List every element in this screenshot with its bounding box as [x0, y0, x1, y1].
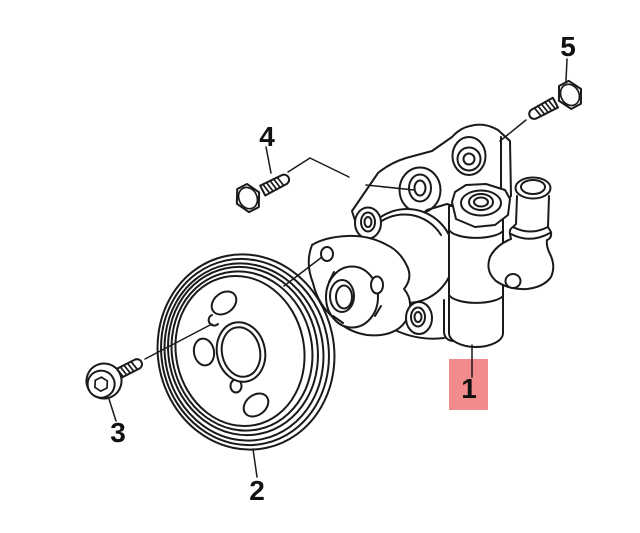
top-lobe	[451, 136, 487, 176]
flange-hub-bore-inner	[335, 284, 353, 310]
callout-2[interactable]: 2	[249, 475, 265, 506]
leader-callout-2	[252, 448, 258, 478]
part-1-highlight[interactable]	[449, 359, 488, 410]
reservoir-band	[448, 229, 504, 239]
elbow-fitting	[487, 195, 555, 291]
pulley-groove	[170, 270, 314, 432]
leader-bolt4-to-ear	[287, 157, 350, 178]
flange-hole-top	[320, 246, 334, 262]
housing-ear-hole-inner	[363, 216, 373, 228]
pump-drawing	[307, 123, 555, 348]
callout-5[interactable]: 5	[560, 31, 576, 62]
top-lobe-hole	[462, 152, 476, 166]
hex-fitting-hole-inner	[473, 196, 489, 208]
bolt-threads	[262, 176, 285, 195]
pulley-hole	[242, 392, 270, 418]
leader-callout-4	[265, 146, 272, 174]
elbow-foot	[504, 273, 522, 289]
bracket-ear-hole-inner	[413, 179, 427, 197]
pulley-groove	[167, 265, 319, 437]
bottom-ear-hole	[410, 306, 426, 328]
pulley-drawing	[156, 253, 336, 451]
bolt-head-chamfer	[559, 83, 581, 107]
pump-reservoir	[448, 205, 504, 348]
bolt-5-drawing	[528, 79, 583, 120]
pulley-hole	[192, 337, 216, 367]
pulley-groove	[160, 257, 330, 447]
bolt-head-face	[86, 369, 116, 399]
bolt-threads	[533, 99, 557, 117]
bottom-ear-hole-inner	[413, 311, 423, 323]
pump-bottom-edge	[396, 330, 445, 340]
bolt-socket-hex	[94, 376, 109, 393]
elbow-collar	[512, 226, 549, 233]
callout-1[interactable]: 1	[461, 373, 477, 404]
flange-hub-facet	[328, 271, 382, 324]
callout-4[interactable]: 4	[259, 121, 275, 152]
hex-fitting-hole	[468, 193, 494, 211]
top-lobe-ring	[456, 146, 482, 172]
pulley-notch	[207, 314, 219, 327]
bolt-4-drawing	[235, 173, 291, 214]
elbow-collar	[510, 232, 551, 240]
leader-callout-5	[565, 58, 568, 82]
flange-hole-right	[370, 275, 384, 295]
callout-3[interactable]: 3	[110, 417, 126, 448]
reservoir-side-tab	[443, 299, 454, 342]
bolt-3-drawing	[85, 358, 143, 400]
bracket-ear-hole	[408, 173, 432, 203]
pulley-groove	[163, 262, 325, 442]
housing-ear-hole	[360, 211, 376, 233]
pulley-center-bore-inner	[220, 326, 262, 378]
leader-bolt3-to-pulley	[144, 323, 213, 360]
leader-callout-3	[108, 398, 117, 422]
line-art: 1 2 3 4 5	[85, 31, 583, 506]
leader-pulley-to-flange	[283, 256, 323, 287]
pulley-center-bore	[215, 321, 267, 383]
leader-lines	[108, 58, 568, 478]
elbow-opening-inner	[520, 179, 546, 195]
bolt-shaft	[528, 96, 559, 120]
leader-bolt4-to-ear	[365, 184, 415, 191]
reservoir-band	[448, 294, 504, 304]
leader-bolt5-to-plate	[499, 119, 527, 142]
pulley-hole	[210, 290, 238, 316]
bolt-shaft	[259, 173, 291, 197]
